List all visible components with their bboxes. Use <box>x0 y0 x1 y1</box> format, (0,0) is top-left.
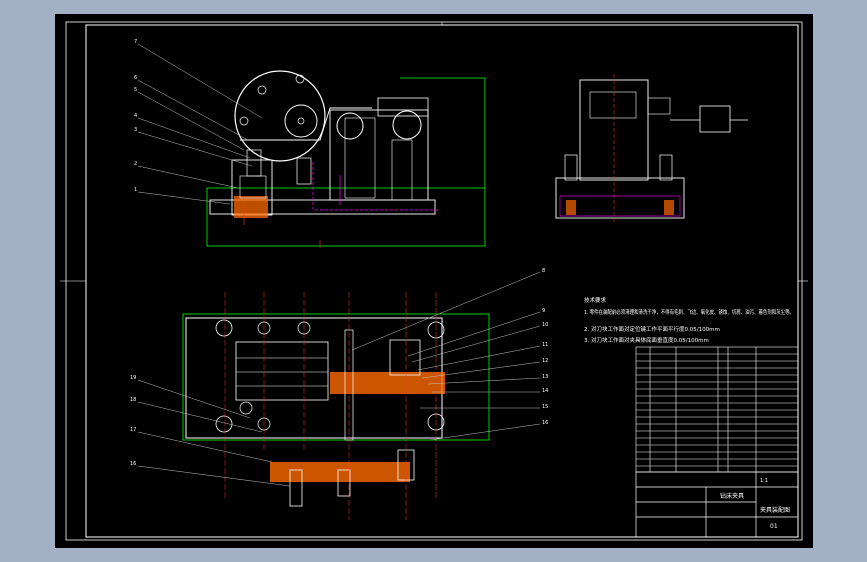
bill-of-materials <box>635 346 799 473</box>
scale: 1:1 <box>760 478 768 484</box>
svg-text:9: 9 <box>542 308 545 314</box>
svg-text:11: 11 <box>542 342 548 348</box>
svg-text:16: 16 <box>130 461 136 467</box>
tech-req-item-2: 2. 对刀块工作面对定位键工作平面平行度0.05/100mm <box>584 325 720 333</box>
svg-text:13: 13 <box>542 374 548 380</box>
svg-text:7: 7 <box>134 39 137 45</box>
svg-text:2: 2 <box>134 161 137 167</box>
svg-text:19: 19 <box>130 375 136 381</box>
svg-text:1: 1 <box>134 187 137 193</box>
inner-frame <box>85 24 799 538</box>
svg-text:12: 12 <box>542 358 548 364</box>
svg-text:5: 5 <box>134 87 137 93</box>
svg-text:10: 10 <box>542 322 548 328</box>
drawing-name: 夹具装配图 <box>760 506 790 514</box>
outer-frame <box>65 21 803 541</box>
svg-text:3: 3 <box>134 127 137 133</box>
leader-lines <box>137 43 541 487</box>
tech-req-item-3: 3. 对刀块工作面对夹具体底面垂直度0.05/100mm <box>584 336 709 344</box>
drawing-number: 01 <box>770 523 778 530</box>
front-view <box>206 70 486 248</box>
svg-text:16: 16 <box>542 420 548 426</box>
svg-text:8: 8 <box>542 268 545 274</box>
svg-text:14: 14 <box>542 388 548 394</box>
svg-text:17: 17 <box>130 427 136 433</box>
title-block <box>635 471 799 538</box>
technical-requirements: 技术要求 1. 零件在装配前必须清理和清洗干净，不得有毛刺、飞边、氧化皮、锈蚀、… <box>584 296 794 344</box>
svg-text:4: 4 <box>134 113 137 119</box>
svg-text:15: 15 <box>542 404 548 410</box>
top-view <box>182 292 490 520</box>
svg-text:6: 6 <box>134 75 137 81</box>
tech-req-heading: 技术要求 <box>584 296 607 304</box>
svg-text:18: 18 <box>130 397 136 403</box>
side-view <box>555 74 748 222</box>
part-name: 钻床夹具 <box>720 492 744 500</box>
part-numbers: 7 6 5 4 3 2 1 19 18 17 16 8 9 10 11 12 1… <box>130 39 548 467</box>
tech-req-item-1: 1. 零件在装配前必须清理和清洗干净，不得有毛刺、飞边、氧化皮、锈蚀、切屑、油污… <box>584 308 794 316</box>
